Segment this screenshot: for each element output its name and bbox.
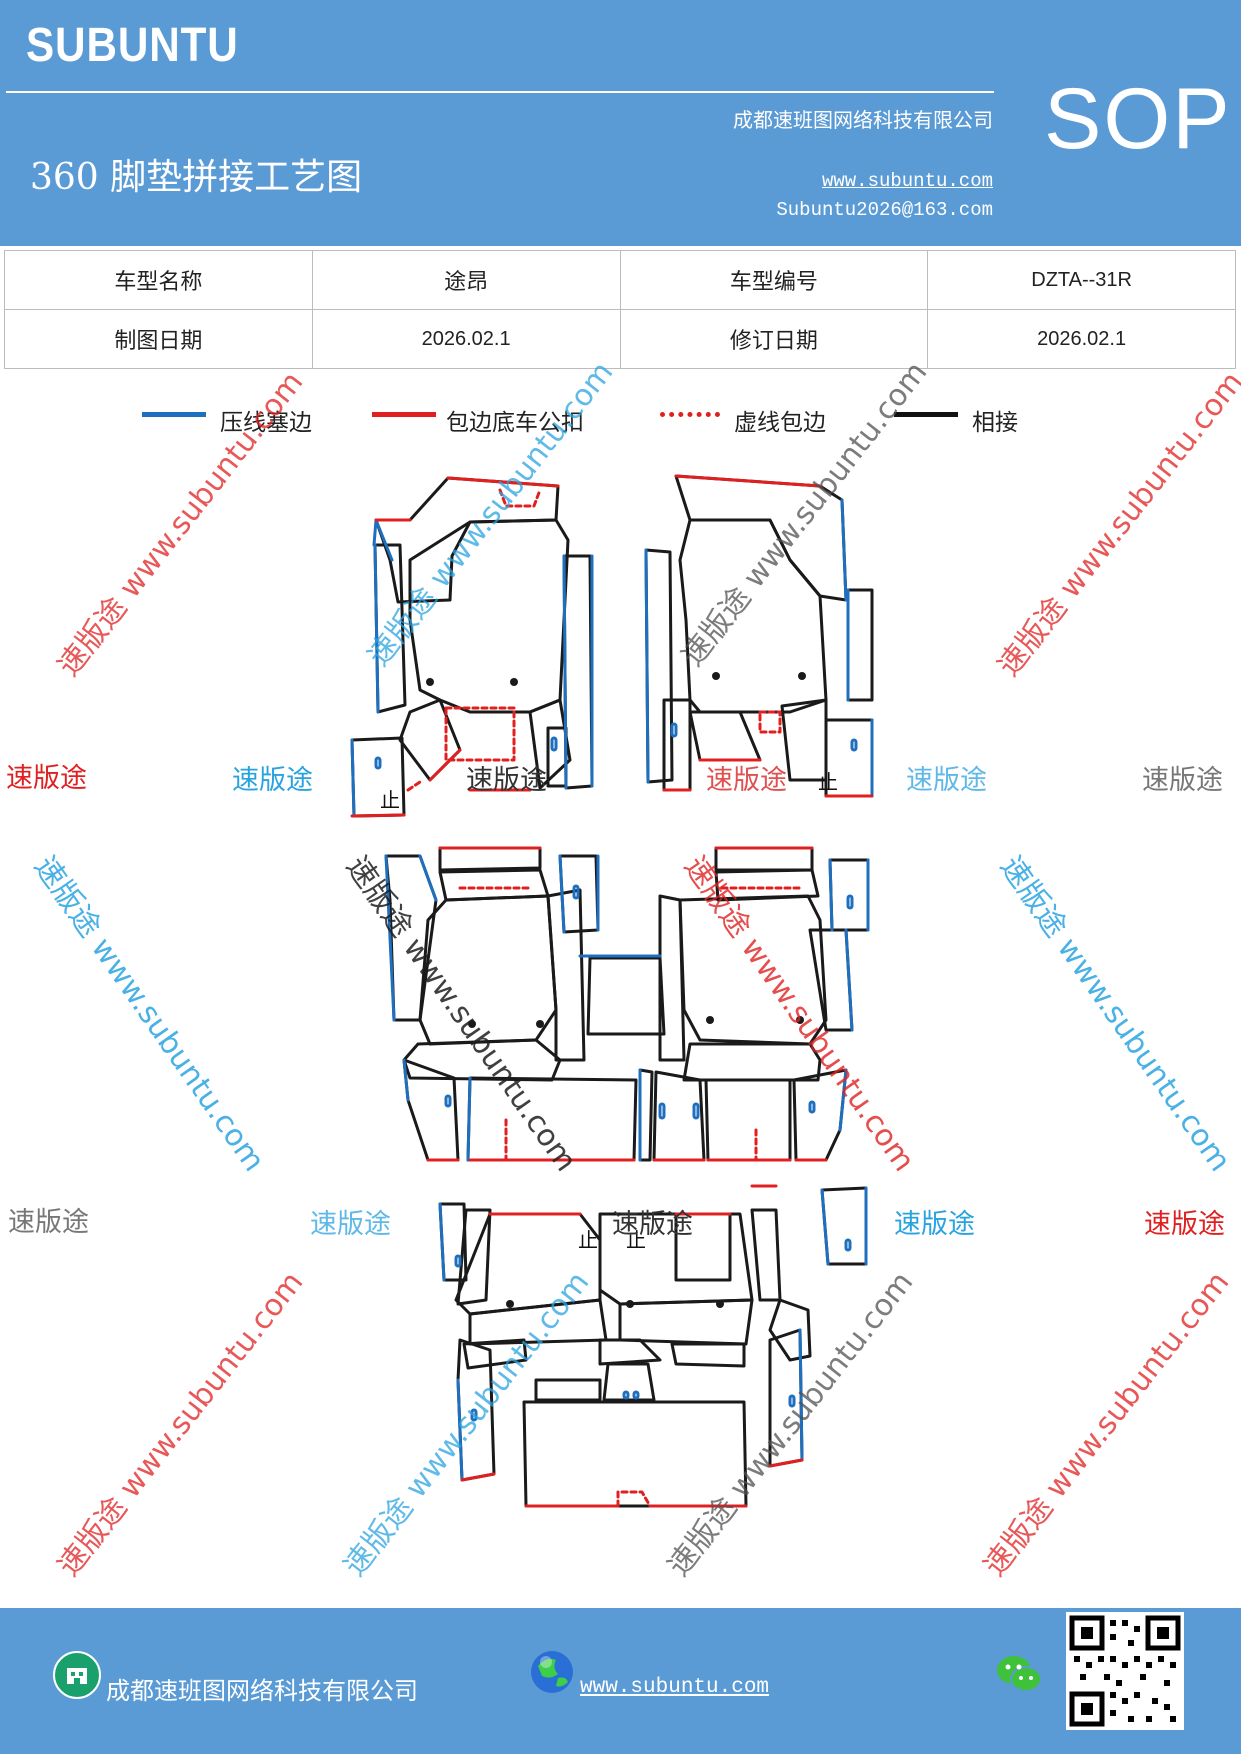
model-no-value: DZTA--31R — [927, 250, 1236, 310]
qr-code — [1066, 1612, 1184, 1730]
piece-mark: 止 — [380, 788, 400, 812]
legend-swatch-blue — [142, 412, 206, 417]
piece-mark: 止 — [818, 770, 838, 794]
legend-swatch-black — [894, 412, 958, 417]
legend-label: 包边底车公扣 — [446, 410, 584, 436]
watermark-text: 速版途 — [232, 765, 313, 796]
header-banner — [0, 0, 1241, 246]
watermark-text: 速版途 — [466, 765, 547, 796]
line-legend: 压线塞边 包边底车公扣 虚线包边 相接 — [0, 403, 1241, 443]
sop-label: SOP — [1044, 71, 1232, 167]
watermark-text: 速版途 — [6, 763, 87, 794]
page-title: 360 脚垫拼接工艺图 — [30, 157, 363, 198]
legend-label: 虚线包边 — [734, 410, 826, 436]
watermark-text: 速版途 — [906, 765, 987, 796]
watermark-text: 速版途 — [1142, 765, 1223, 796]
header-company: 成都速班图网络科技有限公司 — [733, 108, 993, 132]
piece-mark: 止 — [578, 1228, 598, 1252]
brand-logo-text: SUBUNTU — [26, 19, 239, 72]
wechat-icon[interactable] — [994, 1652, 1044, 1696]
watermark-text: 速版途 — [706, 765, 787, 796]
draw-date-label: 制图日期 — [4, 309, 313, 369]
company-icon — [53, 1651, 101, 1699]
legend-label: 相接 — [972, 410, 1018, 436]
legend-swatch-red-dashed — [660, 412, 720, 417]
info-row: 车型名称 途昂 车型编号 DZTA--31R — [4, 250, 1236, 310]
globe-icon — [531, 1651, 573, 1693]
footer-company: 成都速班图网络科技有限公司 — [106, 1677, 418, 1705]
watermark-text: 速版途 — [1144, 1209, 1225, 1240]
watermark-text: 速版途 — [8, 1207, 89, 1238]
draw-date-value: 2026.02.1 — [311, 309, 621, 369]
legend-label: 压线塞边 — [220, 410, 312, 436]
model-name-label: 车型名称 — [4, 250, 313, 310]
revise-date-label: 修订日期 — [619, 309, 929, 369]
watermark-text: 速版途 — [612, 1209, 693, 1240]
info-row: 制图日期 2026.02.1 修订日期 2026.02.1 — [4, 309, 1236, 369]
model-name-value: 途昂 — [311, 250, 621, 310]
watermark-text: 速版途 — [894, 1209, 975, 1240]
header-website-link[interactable]: www.subuntu.com — [821, 170, 993, 192]
watermark-text: 速版途 — [310, 1209, 391, 1240]
header-divider — [6, 91, 994, 93]
legend-swatch-red — [372, 412, 436, 417]
piece-mark: 止 — [626, 1228, 646, 1252]
footer-website-link[interactable]: www.subuntu.com — [580, 1676, 770, 1699]
revise-date-value: 2026.02.1 — [927, 309, 1236, 369]
info-table: 车型名称 途昂 车型编号 DZTA--31R 制图日期 2026.02.1 修订… — [4, 250, 1236, 369]
model-no-label: 车型编号 — [619, 250, 929, 310]
header-email: Subuntu2026@163.com — [776, 199, 993, 221]
